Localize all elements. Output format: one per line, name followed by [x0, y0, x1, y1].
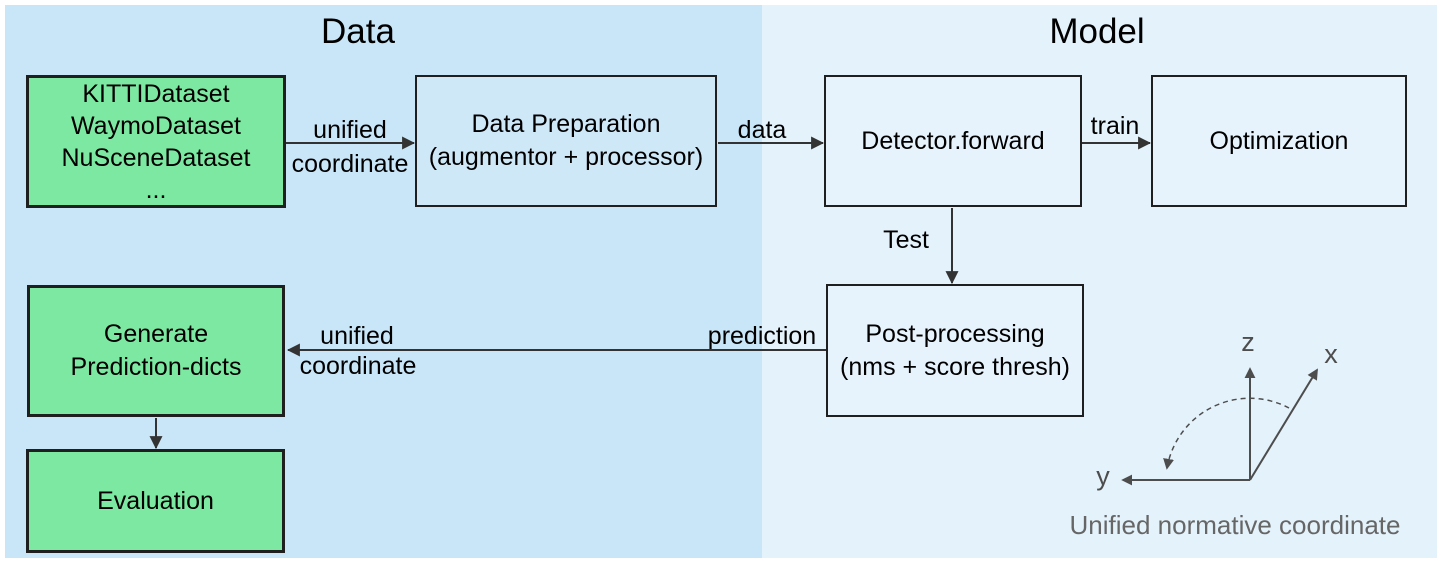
- datasets-line: WaymoDataset: [71, 111, 241, 140]
- data-preparation-box: Data Preparation (augmentor + processor): [415, 75, 717, 207]
- edge-label-unified-coordinate-top-line1: unified: [313, 116, 387, 144]
- detector-forward-box: Detector.forward: [824, 75, 1082, 207]
- edge-label-train: train: [1090, 112, 1140, 140]
- section-title-model: Model: [1049, 12, 1145, 51]
- optimization-box: Optimization: [1151, 75, 1407, 207]
- datasets-line: KITTIDataset: [82, 79, 230, 108]
- datasets-line: NuSceneDataset: [61, 143, 251, 172]
- generate-line: Generate: [103, 320, 209, 348]
- edge-label-data: data: [737, 116, 787, 144]
- post-processing-title: Post-processing: [865, 319, 1045, 348]
- axis-label-y: y: [1096, 461, 1110, 491]
- axis-label-x: x: [1324, 339, 1338, 369]
- post-processing-box: Post-processing (nms + score thresh): [826, 284, 1084, 417]
- section-title-data: Data: [321, 12, 395, 51]
- evaluation-box: Evaluation: [26, 449, 285, 553]
- datasets-box: KITTIDataset WaymoDataset NuSceneDataset…: [26, 75, 286, 208]
- generate-prediction-dicts-box: Generate Prediction-dicts: [27, 285, 285, 417]
- data-preparation-subtitle: (augmentor + processor): [428, 143, 704, 171]
- datasets-line: ...: [145, 175, 167, 204]
- post-processing-subtitle: (nms + score thresh): [840, 352, 1070, 381]
- evaluation-label: Evaluation: [97, 486, 214, 515]
- axes-caption: Unified normative coordinate: [1069, 510, 1401, 540]
- edge-label-unified-coordinate-bottom-line2: coordinate: [299, 352, 417, 380]
- axis-label-z: z: [1241, 327, 1255, 357]
- edge-label-prediction: prediction: [707, 322, 817, 350]
- edge-label-test: Test: [883, 226, 929, 254]
- optimization-label: Optimization: [1209, 126, 1349, 155]
- edge-label-unified-coordinate-top-line2: coordinate: [291, 150, 409, 178]
- detector-forward-label: Detector.forward: [861, 126, 1045, 155]
- generate-line: Prediction-dicts: [70, 353, 242, 381]
- data-preparation-title: Data Preparation: [471, 110, 661, 138]
- edge-label-unified-coordinate-bottom-line1: unified: [320, 322, 394, 350]
